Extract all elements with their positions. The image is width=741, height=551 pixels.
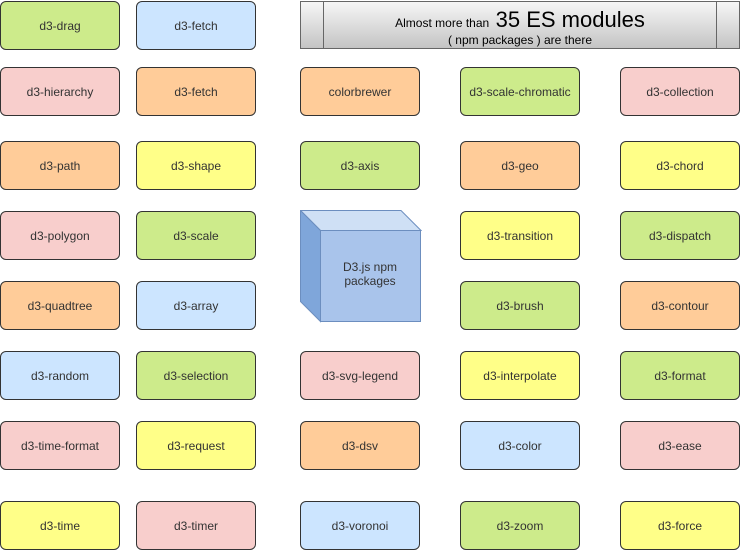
module-box: d3-scale-chromatic: [460, 67, 580, 116]
module-box: d3-scale: [136, 211, 256, 260]
modules-count-banner: Almost more than 35 ES modules ( npm pac…: [300, 1, 740, 49]
cube-front-face: [320, 230, 421, 322]
d3-packages-cube-icon: [300, 210, 422, 323]
banner-headline: Almost more than 35 ES modules: [301, 7, 739, 33]
banner-prefix: Almost more than: [395, 16, 490, 30]
banner-left-divider: [323, 2, 324, 48]
module-box: d3-voronoi: [300, 501, 420, 550]
module-box: d3-dispatch: [620, 211, 740, 260]
module-box: d3-request: [136, 421, 256, 470]
module-box: d3-zoom: [460, 501, 580, 550]
cube-label: D3.js npm packages: [342, 260, 398, 288]
module-box: d3-selection: [136, 351, 256, 400]
module-box: d3-chord: [620, 141, 740, 190]
module-box: d3-transition: [460, 211, 580, 260]
module-box: d3-polygon: [0, 211, 120, 260]
module-box: d3-collection: [620, 67, 740, 116]
module-box: d3-shape: [136, 141, 256, 190]
module-box: d3-fetch: [136, 67, 256, 116]
module-box: d3-svg-legend: [300, 351, 420, 400]
module-box: d3-ease: [620, 421, 740, 470]
module-box: d3-contour: [620, 281, 740, 330]
module-box: d3-timer: [136, 501, 256, 550]
cube-top-face: [300, 210, 422, 231]
module-box: d3-geo: [460, 141, 580, 190]
module-box: d3-format: [620, 351, 740, 400]
module-box: d3-hierarchy: [0, 67, 120, 116]
module-box: d3-force: [620, 501, 740, 550]
module-box: d3-random: [0, 351, 120, 400]
module-box: d3-path: [0, 141, 120, 190]
module-box: d3-fetch: [136, 1, 256, 50]
module-box: d3-array: [136, 281, 256, 330]
banner-emphasis: 35 ES modules: [495, 7, 645, 32]
banner-right-divider: [716, 2, 717, 48]
module-box: d3-interpolate: [460, 351, 580, 400]
module-box: d3-quadtree: [0, 281, 120, 330]
module-box: d3-color: [460, 421, 580, 470]
cube-side-face: [300, 210, 321, 323]
module-box: d3-drag: [0, 1, 120, 50]
module-box: d3-time: [0, 501, 120, 550]
module-box: d3-time-format: [0, 421, 120, 470]
module-box: d3-axis: [300, 141, 420, 190]
module-box: d3-brush: [460, 281, 580, 330]
module-box: d3-dsv: [300, 421, 420, 470]
module-box: colorbrewer: [300, 67, 420, 116]
banner-subline: ( npm packages ) are there: [447, 33, 593, 47]
